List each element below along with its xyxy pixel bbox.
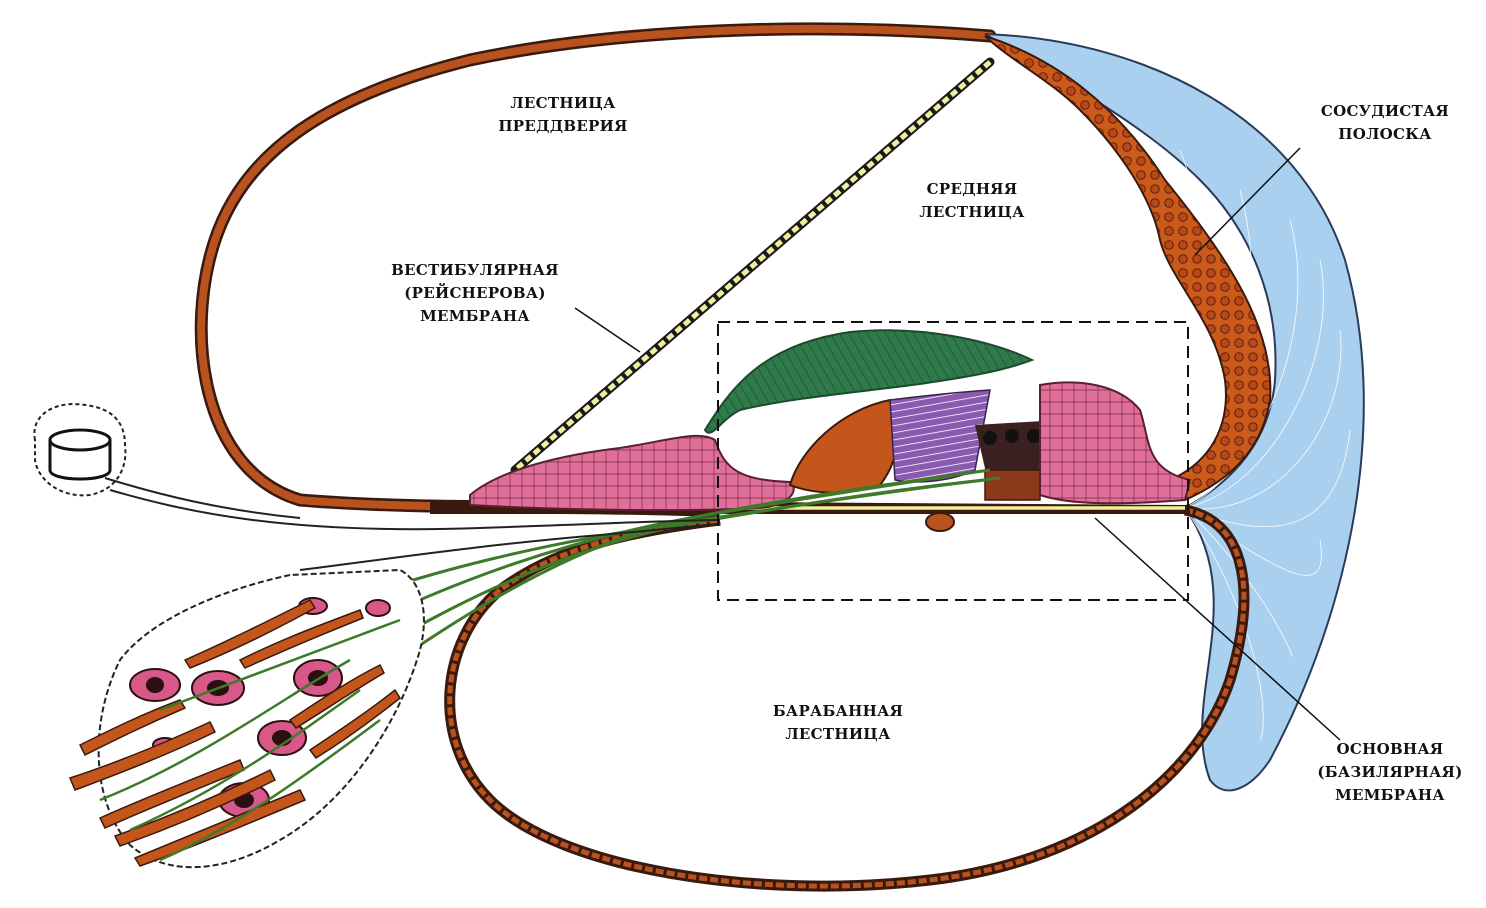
label-line: СРЕДНЯЯ: [897, 178, 1047, 201]
inner-sulcus-cells: [790, 400, 899, 493]
label-line: ВЕСТИБУЛЯРНАЯ: [360, 259, 590, 282]
hensen-cells: [1040, 382, 1190, 503]
label-reissner-membrane: ВЕСТИБУЛЯРНАЯ (РЕЙСНЕРОВА) МЕМБРАНА: [360, 259, 590, 328]
label-line: БАРАБАННАЯ: [748, 700, 928, 723]
label-line: ЛЕСТНИЦА: [748, 723, 928, 746]
label-scala-media: СРЕДНЯЯ ЛЕСТНИЦА: [897, 178, 1047, 224]
scala-tympani-wall: [450, 510, 1244, 886]
label-line: МЕМБРАНА: [360, 305, 590, 328]
label-line: (РЕЙСНЕРОВА): [360, 282, 590, 305]
label-line: ПОЛОСКА: [1300, 123, 1470, 146]
label-line: ПРЕДДВЕРИЯ: [488, 115, 638, 138]
spiral-limbus: [470, 436, 794, 510]
tunnel-of-corti-pillars: [890, 390, 990, 482]
label-scala-tympani: БАРАБАННАЯ ЛЕСТНИЦА: [748, 700, 928, 746]
label-line: СОСУДИСТАЯ: [1300, 100, 1470, 123]
label-basilar-membrane: ОСНОВНАЯ (БАЗИЛЯРНАЯ) МЕМБРАНА: [1300, 738, 1480, 807]
label-line: МЕМБРАНА: [1300, 784, 1480, 807]
label-stria-vascularis: СОСУДИСТАЯ ПОЛОСКА: [1300, 100, 1470, 146]
label-scala-vestibuli: ЛЕСТНИЦА ПРЕДДВЕРИЯ: [488, 92, 638, 138]
label-line: (БАЗИЛЯРНАЯ): [1300, 761, 1480, 784]
label-line: ЛЕСТНИЦА: [897, 201, 1047, 224]
label-line: ЛЕСТНИЦА: [488, 92, 638, 115]
label-line: ОСНОВНАЯ: [1300, 738, 1480, 761]
